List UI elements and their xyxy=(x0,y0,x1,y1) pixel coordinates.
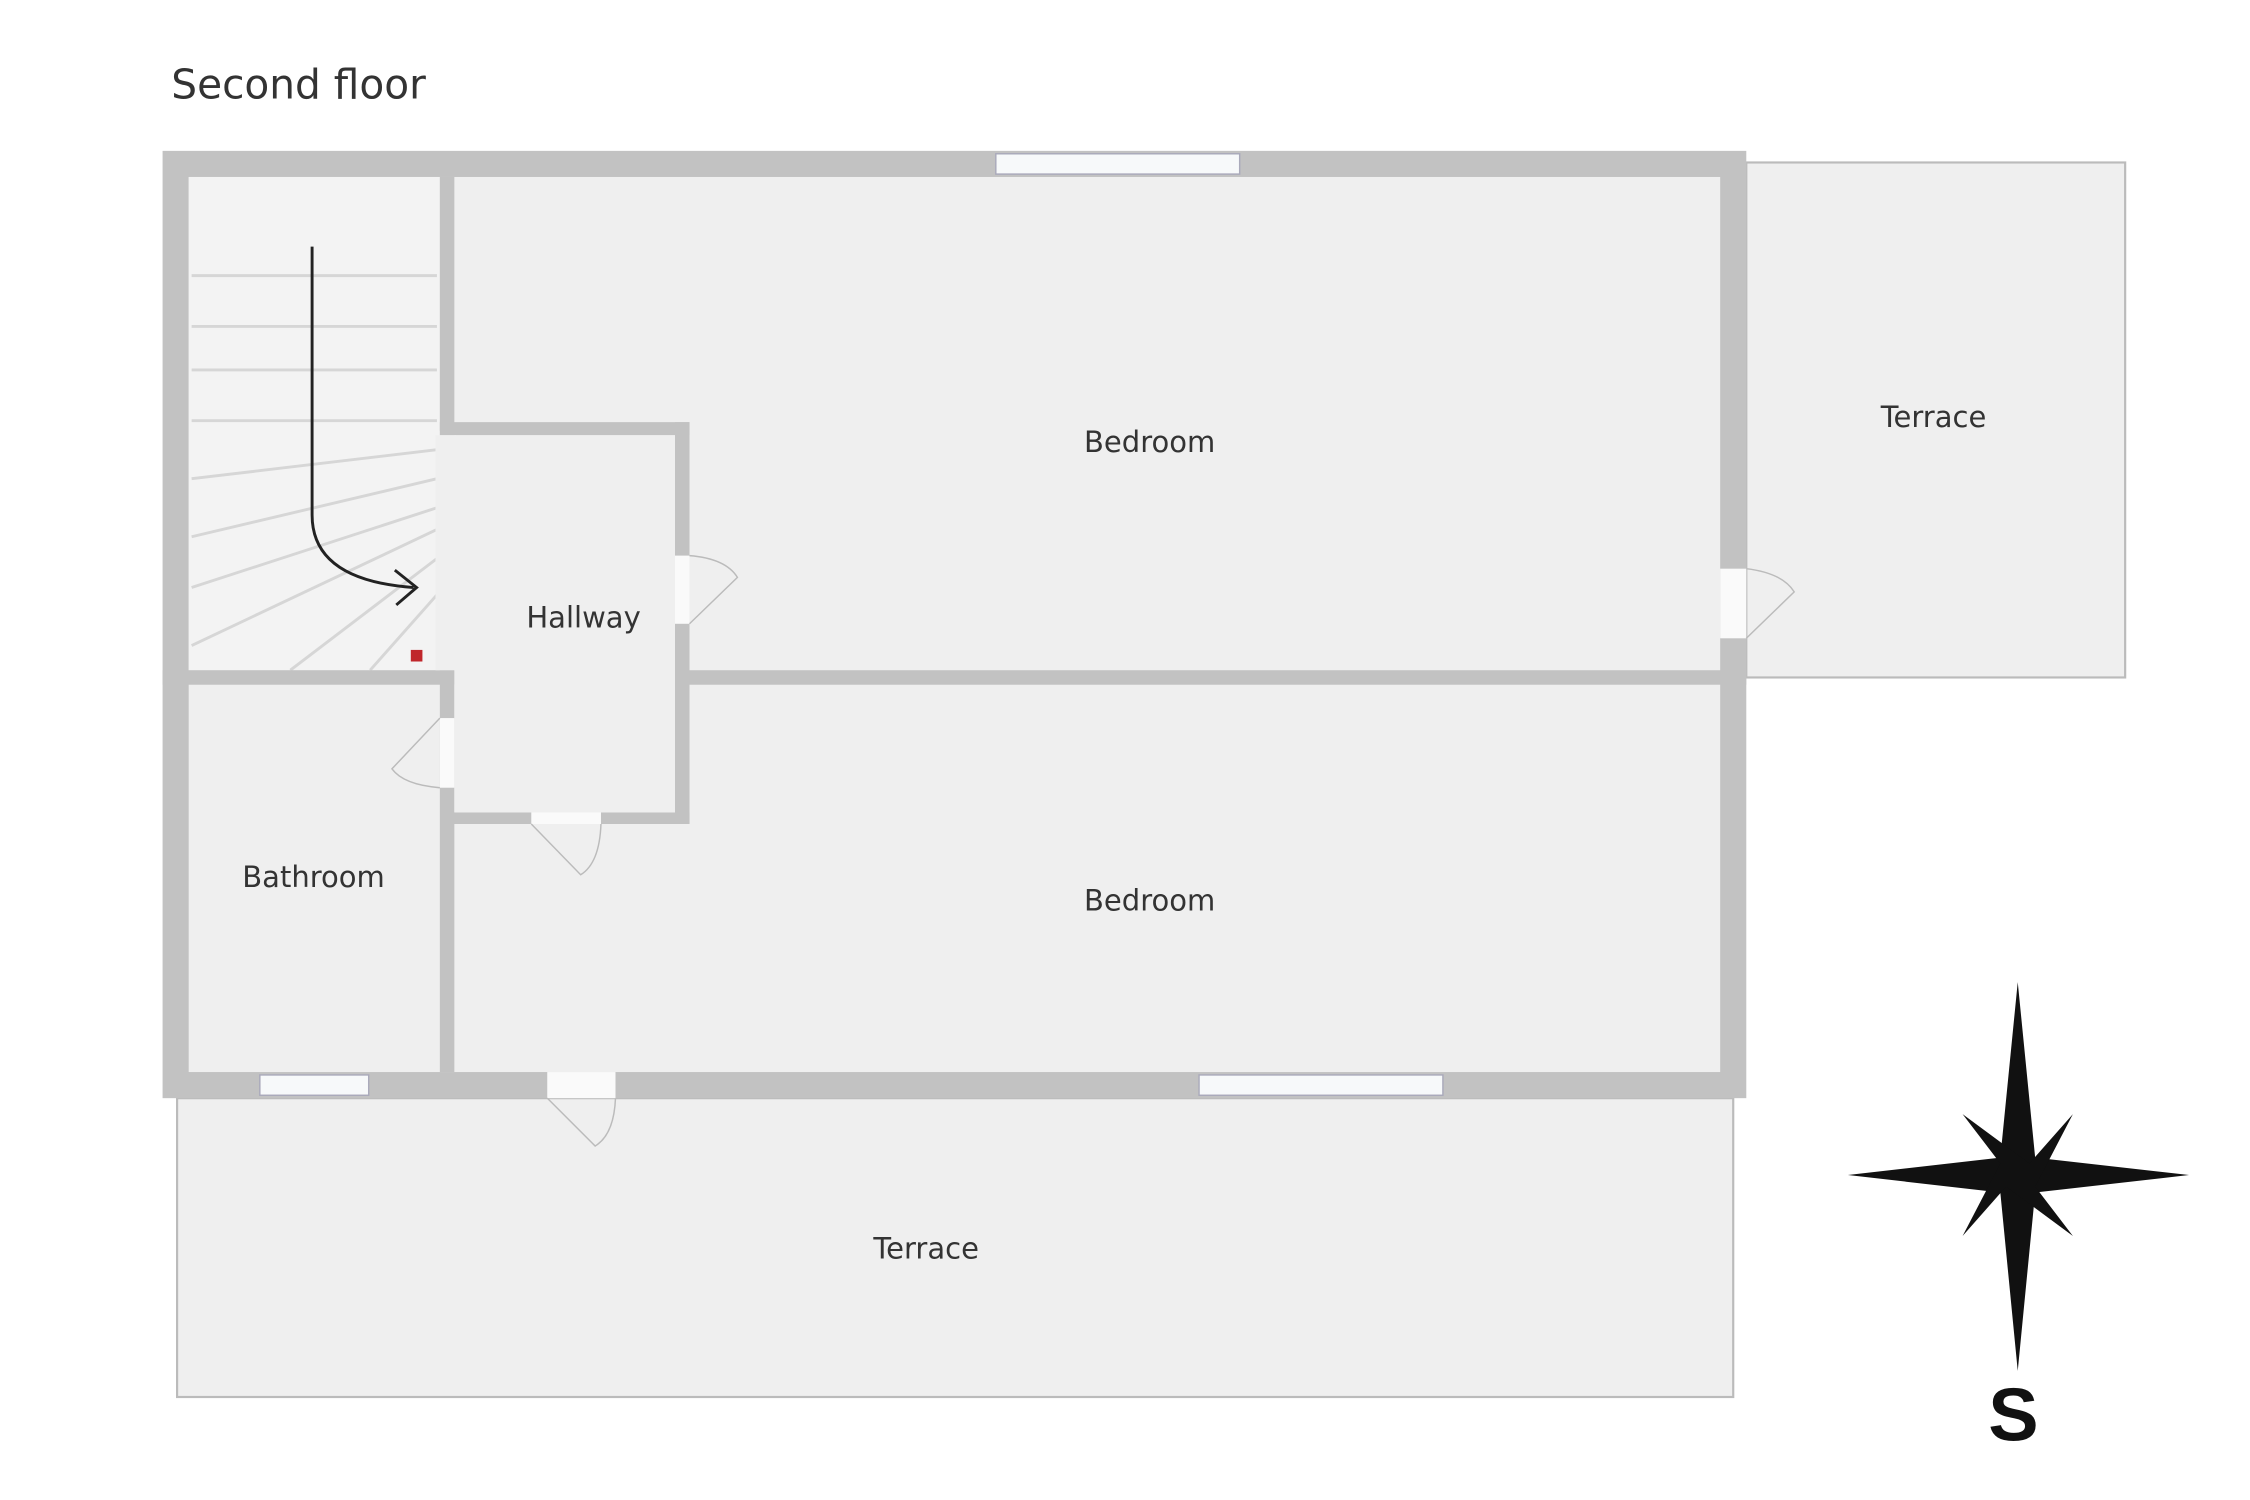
page-title: Second floor xyxy=(171,61,426,109)
interior-walls xyxy=(162,176,1747,1073)
door-bathroom[interactable] xyxy=(390,717,455,789)
compass-label: S xyxy=(1988,1373,2038,1457)
room-label-bedroom-south: Bedroom xyxy=(1084,883,1215,917)
marker-dot xyxy=(410,649,423,662)
door-hallway-bedroom-south[interactable] xyxy=(530,812,602,876)
terrace-south xyxy=(176,1097,1735,1399)
room-label-terrace-south: Terrace xyxy=(872,1231,979,1265)
window-south xyxy=(1198,1074,1444,1096)
window-north xyxy=(995,153,1241,175)
terrace-east xyxy=(1745,161,2127,679)
door-bedroom-terrace[interactable] xyxy=(1720,567,1796,639)
door-bedroom-terrace-south[interactable] xyxy=(546,1072,617,1147)
staircase xyxy=(188,176,440,672)
room-label-bathroom: Bathroom xyxy=(242,860,385,894)
compass-rose-icon xyxy=(1847,982,2190,1371)
arrow-head-icon xyxy=(393,568,419,607)
room-label-bedroom-north: Bedroom xyxy=(1084,425,1215,459)
window-bathroom xyxy=(259,1074,370,1096)
room-label-terrace-east: Terrace xyxy=(1880,400,1987,434)
room-label-hallway: Hallway xyxy=(526,600,640,634)
stair-direction-arrow xyxy=(310,246,414,589)
door-hallway-bedroom[interactable] xyxy=(675,554,739,625)
